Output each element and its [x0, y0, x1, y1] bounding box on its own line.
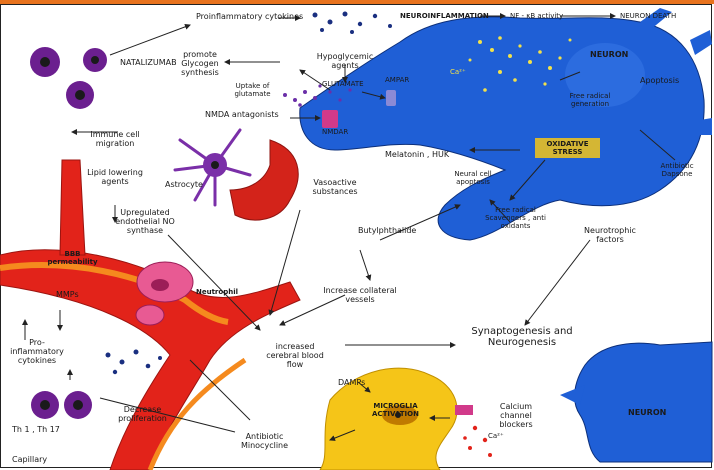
label-ca2-bottom: Ca²⁺: [488, 432, 504, 440]
neutrophil-nucleus: [151, 279, 169, 291]
label-astrocyte: Astrocyte: [165, 180, 203, 189]
label-lipid-lowering: Lipid lowering agents: [85, 168, 145, 186]
label-glutamate: GLUTAMATE: [322, 80, 364, 88]
label-apoptosis: Apoptosis: [640, 76, 679, 85]
label-neural-cell-apoptosis: Neural cell apoptosis: [448, 170, 498, 186]
label-neutrophil: Neutrophil: [196, 288, 238, 296]
label-butylphthalide: Butylphthalide: [358, 226, 416, 235]
label-hypoglycemic-agents: Hypoglycemic agents: [305, 52, 385, 70]
label-upregulated-endothelial: Upregulated endothelial NO synthase: [100, 208, 190, 235]
label-antibiotic-dapsone: Antibiotic Dapsone: [652, 162, 702, 178]
neuron-top-dendrite-2: [690, 30, 712, 55]
calcium-dots: [463, 426, 492, 457]
label-synaptogenesis: Synaptogenesis and Neurogenesis: [462, 326, 582, 348]
label-capillary: Capillary: [12, 455, 47, 464]
label-bbb-permeability: BBB permeability: [45, 250, 100, 266]
label-calcium-channel: Calcium channel blockers: [486, 402, 546, 429]
label-vasoactive: Vasoactive substances: [300, 178, 370, 196]
label-neuroinflammation: NEUROINFLAMMATION: [400, 12, 489, 20]
label-damps: DAMPs: [338, 378, 365, 387]
label-immune-cell-migration: Immune cell migration: [85, 130, 145, 148]
label-microglia-activation: MICROGLIA ACTIVATION: [358, 402, 433, 418]
label-neuron-bottom: NEURON: [628, 408, 666, 417]
neutrophil-cell-2: [136, 305, 164, 325]
label-melatonin-huk: Melatonin , HUK: [385, 150, 449, 159]
label-mmps: MMPs: [56, 290, 79, 299]
label-ampar: AMPAR: [385, 76, 409, 84]
label-free-radical-generation: Free radical generation: [560, 92, 620, 108]
nmdar-receptor: [322, 110, 338, 128]
label-uptake-glutamate: Uptake of glutamate: [230, 82, 275, 98]
label-oxidative-stress: OXIDATIVE STRESS: [535, 140, 600, 156]
label-nmda-antagonists: NMDA antagonists: [205, 110, 279, 119]
label-increased-cerebral: increased cerebral blood flow: [260, 342, 330, 369]
label-natalizumab: NATALIZUMAB: [120, 58, 177, 67]
capillary-vertical-trunk: [60, 160, 85, 255]
neuron-top-dendrite-3: [700, 118, 712, 135]
label-free-radical-scavengers: Free radical Scavengers , anti oxidants: [483, 206, 548, 230]
cytokine-dots-bottom: [106, 350, 163, 375]
cytokine-dots-top: [313, 12, 393, 35]
label-increase-collateral: Increase collateral vessels: [315, 286, 405, 304]
label-neurotrophic-factors: Neurotrophic factors: [575, 226, 645, 244]
label-nfkb-activity: NF - κB activity: [510, 12, 563, 20]
label-neuron-death: NEURON DEATH: [620, 12, 676, 20]
label-neuron-top: NEURON: [590, 50, 628, 59]
ampar-receptor: [386, 90, 396, 106]
calcium-channel: [455, 405, 473, 415]
neuron-bottom-body: [575, 342, 712, 462]
label-ca2-top: Ca²⁺: [450, 68, 466, 76]
label-nmdar: NMDAR: [322, 128, 348, 136]
label-antibiotic-minocycline: Antibiotic Minocycline: [232, 432, 297, 450]
vessel-astrocyte: [230, 140, 298, 220]
label-pro-inflammatory-cytokines: Pro- inflammatory cytokines: [2, 338, 72, 365]
label-promote-glycogen: promote Glycogen synthesis: [170, 50, 230, 77]
label-decrease-proliferation: Decrease proliferation: [115, 405, 170, 423]
label-th1-th17: Th 1 , Th 17: [12, 425, 60, 434]
label-proinflammatory-cytokines: Proinflammatory cytokines: [196, 12, 281, 21]
